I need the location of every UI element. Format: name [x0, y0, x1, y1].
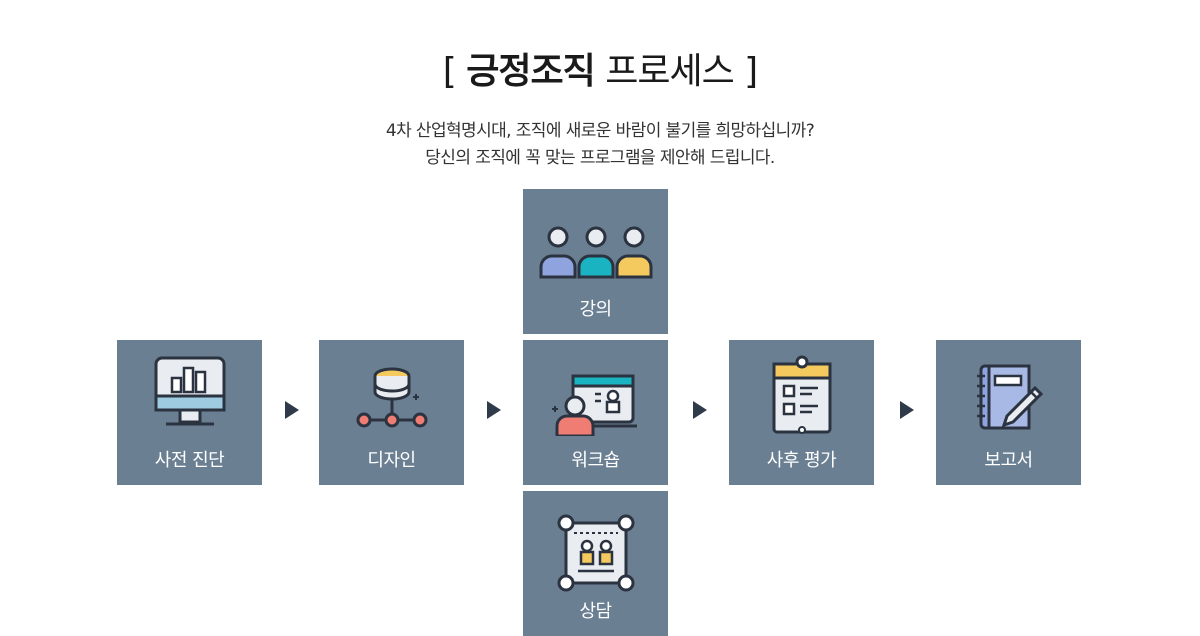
subtitle-line-2: 당신의 조직에 꼭 맞는 프로그램을 제안해 드립니다.	[425, 148, 775, 168]
step-label: 보고서	[984, 450, 1033, 471]
title-light: 프로세스	[605, 51, 734, 92]
step-label: 강의	[579, 299, 612, 320]
clipboard-checklist-icon	[729, 354, 874, 436]
arrow-right-icon	[285, 401, 299, 419]
title-bold: 긍정조직	[466, 51, 595, 92]
page-title: [ 긍정조직 프로세스 ]	[0, 46, 1200, 98]
step-consulting[interactable]: 상담	[523, 491, 668, 636]
step-label: 상담	[579, 601, 612, 622]
arrow-right-icon	[900, 401, 914, 419]
monitor-chart-icon	[117, 354, 262, 436]
consulting-frame-icon	[523, 513, 668, 593]
step-design[interactable]: 디자인	[319, 340, 464, 485]
step-label: 워크숍	[571, 450, 620, 471]
presentation-board-icon	[523, 354, 668, 436]
step-report[interactable]: 보고서	[936, 340, 1081, 485]
step-lecture[interactable]: 강의	[523, 189, 668, 334]
title-bracket-close: ]	[744, 51, 758, 92]
step-workshop[interactable]: 워크숍	[523, 340, 668, 485]
step-label: 사전 진단	[154, 450, 225, 471]
arrow-right-icon	[693, 401, 707, 419]
people-group-icon	[523, 219, 668, 281]
subtitle-line-1: 4차 산업혁명시대, 조직에 새로운 바람이 불기를 희망하십니까?	[385, 121, 815, 141]
step-label: 디자인	[367, 450, 416, 471]
arrow-right-icon	[487, 401, 501, 419]
notebook-pen-icon	[936, 354, 1081, 436]
title-bracket-open: [	[442, 51, 457, 92]
step-pre-diagnosis[interactable]: 사전 진단	[117, 340, 262, 485]
step-post-evaluation[interactable]: 사후 평가	[729, 340, 874, 485]
database-network-icon	[319, 354, 464, 436]
step-label: 사후 평가	[766, 450, 837, 471]
